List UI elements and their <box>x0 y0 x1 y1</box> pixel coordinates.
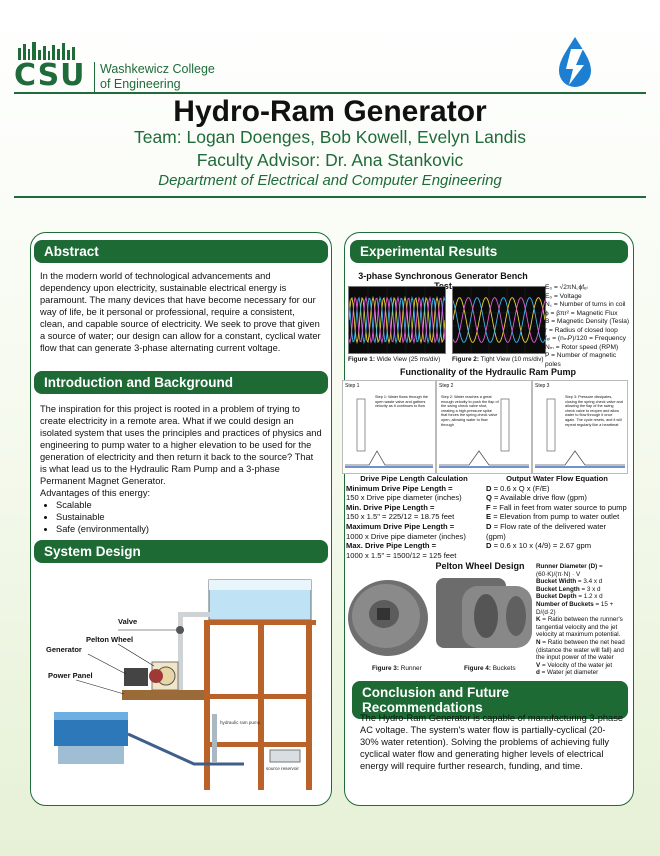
equation-line: r = Radius of closed loop <box>545 326 618 334</box>
pump-step-1: Step 1 Step 1: Water flows through the o… <box>342 380 436 474</box>
conclusion-text: The Hydro-Ram Generator is capable of ma… <box>360 713 624 771</box>
pump-step-2: Step 2 Step 2: Water reaches a great eno… <box>436 380 532 474</box>
experimental-results-heading: Experimental Results <box>350 240 628 263</box>
header-divider-bottom <box>14 196 646 198</box>
flow-line: D = 0.6 x Q x (F/E) <box>486 483 550 493</box>
figure-1-caption: Figure 1: Wide View (25 ms/div) <box>348 356 441 363</box>
intro-heading: Introduction and Background <box>34 371 328 394</box>
equation-line: E₀ = Voltage <box>545 292 582 300</box>
pelton-equations: Runner Diameter (D) = (60·K)/(π·N) · V B… <box>536 563 628 677</box>
step-3-text: Step 3: Pressure dissipates, closing the… <box>565 395 623 427</box>
skyline-logo-icon <box>18 42 75 60</box>
advantage-item: Sustainable <box>56 511 322 523</box>
equation-line: Nₘ = Rotor speed (RPM) <box>545 343 619 351</box>
pump-step-3: Step 3 Step 3: Pressure dissipates, clos… <box>532 380 628 474</box>
water-bolt-logo-icon <box>559 37 591 87</box>
step-2-text: Step 2: Water reaches a great enough vel… <box>441 395 499 427</box>
pelton-line: N = Ratio between the net head (distance… <box>536 638 625 662</box>
label-pelton-wheel: Pelton Wheel <box>86 635 133 644</box>
flow-line: D = 0.6 x 10 x (4/9) = 2.67 gpm <box>486 541 592 551</box>
step-1-diagram <box>345 398 433 468</box>
college-name: Washkewicz College of Engineering <box>100 62 215 92</box>
college-line-1: Washkewicz College <box>100 62 215 76</box>
faculty-advisor: Faculty Advisor: Dr. Ana Stankovic <box>196 150 464 170</box>
team-names: Team: Logan Doenges, Bob Kowell, Evelyn … <box>133 127 527 147</box>
step-1-label: Step 1 <box>345 383 360 389</box>
drive-pipe-calculation: Drive Pipe Length Calculation Minimum Dr… <box>346 474 482 560</box>
poster-title: Hydro-Ram Generator <box>173 95 487 128</box>
drive-line: 1000 x Drive pipe diameter (inches) <box>346 531 466 541</box>
equation-line: B = Magnetic Density (Tesla) <box>545 318 630 325</box>
system-design-heading: System Design <box>34 540 328 563</box>
conclusion-heading: Conclusion and Future Recommendations <box>352 681 628 719</box>
step-3-diagram <box>535 398 625 468</box>
drive-line: 150 x 1.5" = 225/12 = 18.75 feet <box>346 512 455 522</box>
drive-line: 150 x Drive pipe diameter (inches) <box>346 493 462 503</box>
label-valve: Valve <box>118 617 137 626</box>
pump-functionality-title: Functionality of the Hydraulic Ram Pump <box>399 367 577 377</box>
step-2-label: Step 2 <box>439 383 454 389</box>
equation-line: P = Number of magnetic poles <box>545 352 617 368</box>
intro-section: The inspiration for this project is root… <box>40 403 322 535</box>
flow-line: Q = Available drive flow (gpm) <box>486 493 587 503</box>
pelton-line: Number of Buckets = 15 + D/(d·2) <box>536 600 614 616</box>
header-divider-top <box>14 92 646 94</box>
intro-text: The inspiration for this project is root… <box>40 404 322 486</box>
equation-line: fₑₗ = (nₘP)/120 = Frequency <box>545 335 626 342</box>
pelton-line: Runner Diameter (D) = (60·K)/(π·N) · V <box>536 563 603 578</box>
pelton-line: Bucket Length = 3 x d <box>536 585 601 593</box>
system-design-diagram: Valve Pelton Wheel Generator Power Panel… <box>44 574 324 794</box>
advantages-label: Advantages of this energy: <box>40 488 151 498</box>
flow-equation-title: Output Water Flow Equation <box>506 474 608 483</box>
csu-logo: CSU <box>14 58 86 93</box>
abstract-text: In the modern world of technological adv… <box>40 271 321 353</box>
drive-line: 1000 x 1.5" = 1500/12 = 125 feet <box>346 550 457 560</box>
step-2-diagram <box>439 398 529 468</box>
figure-2-caption: Figure 2: Tight View (10 ms/div) <box>452 356 544 363</box>
department-name: Department of Electrical and Computer En… <box>158 172 502 189</box>
label-generator: Generator <box>46 645 82 654</box>
drive-line: Min. Drive Pipe Length = <box>346 502 435 512</box>
pelton-line: Bucket Depth = 1.2 x d <box>536 593 603 601</box>
label-source-reservoir: source reservoir <box>266 766 299 771</box>
scope-tight-view <box>452 286 546 354</box>
step-1-text: Step 1: Water flows through the open was… <box>375 395 429 409</box>
pelton-line: d = Water jet diameter <box>536 669 599 677</box>
logo-divider <box>94 62 95 92</box>
step-3-label: Step 3 <box>535 383 550 389</box>
drive-line: Minimum Drive Pipe Length = <box>346 483 453 493</box>
drive-line: Max. Drive Pipe Length = <box>346 541 437 551</box>
pelton-runner-render <box>348 580 428 656</box>
scope-wide-view <box>348 286 446 354</box>
figure-3-caption: Figure 3: Runner <box>372 665 422 672</box>
flow-line: E = Elevation from pump to water outlet <box>486 512 620 522</box>
pelton-line: Bucket Width = 3.4 x d <box>536 578 603 586</box>
drive-line: Maximum Drive Pipe Length = <box>346 521 455 531</box>
flow-line: D = Flow rate of the delivered water (gp… <box>486 521 607 541</box>
equation-line: ϕ = βπr² = Magnetic Flux <box>545 309 618 317</box>
label-power-panel: Power Panel <box>48 671 93 680</box>
advantage-item: Safe (environmentally) <box>56 523 322 535</box>
equation-line: E₀ = √2πN꜀ϕfₑₗ <box>545 284 588 291</box>
figure-4-caption: Figure 4: Buckets <box>464 665 516 672</box>
pelton-buckets-render <box>436 578 532 648</box>
abstract-heading: Abstract <box>34 240 328 263</box>
pelton-design-title: Pelton Wheel Design <box>435 561 525 571</box>
advantage-item: Scalable <box>56 499 322 511</box>
label-ram-pump: hydraulic ram pump <box>220 720 261 725</box>
pelton-line: V = Velocity of the water jet <box>536 661 613 669</box>
college-line-2: of Engineering <box>100 77 181 91</box>
generator-equations: E₀ = √2πN꜀ϕfₑₗ E₀ = Voltage N꜀ = Number … <box>545 284 633 369</box>
equation-line: N꜀ = Number of turns in coil <box>545 301 626 308</box>
output-flow-equation: Output Water Flow Equation D = 0.6 x Q x… <box>486 474 628 551</box>
flow-line: F = Fall in feet from water source to pu… <box>486 502 627 512</box>
pelton-line: K = Ratio between the runner's tangentia… <box>536 616 623 639</box>
advantages-list: Scalable Sustainable Safe (environmental… <box>40 499 322 535</box>
drive-pipe-title: Drive Pipe Length Calculation <box>360 474 468 483</box>
